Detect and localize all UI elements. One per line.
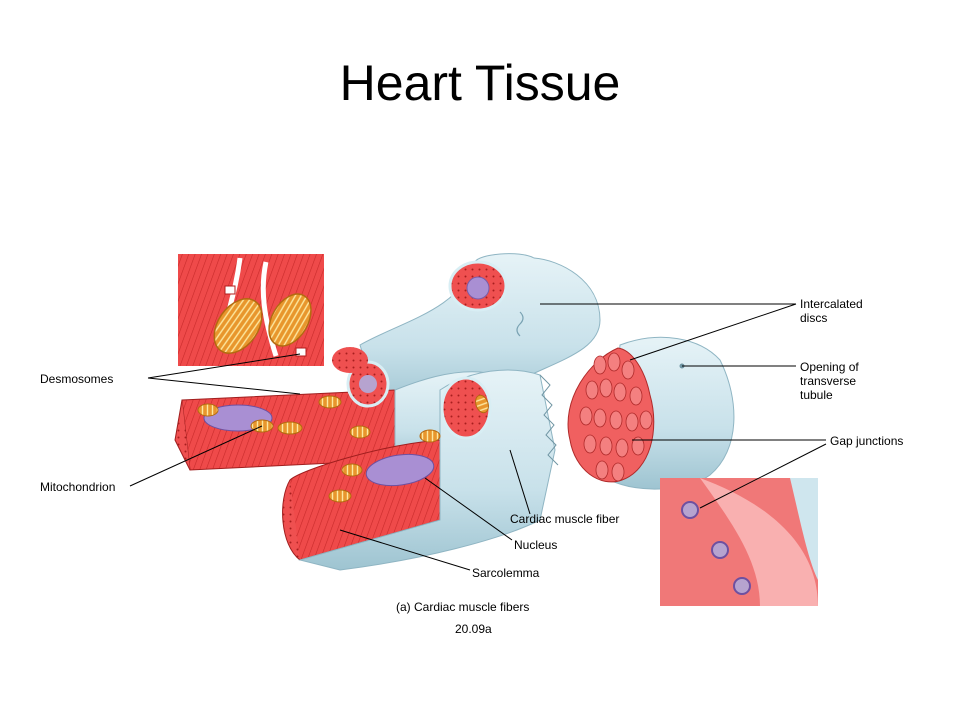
gap-junction-inset (660, 478, 818, 606)
figure-caption: (a) Cardiac muscle fibers (396, 600, 530, 614)
desmosome-inset (178, 254, 324, 366)
leader-lines (129, 303, 827, 571)
label-nucleus: Nucleus (514, 538, 558, 552)
label-gap-junctions: Gap junctions (830, 434, 904, 448)
right-muscle-fiber (567, 336, 735, 490)
label-desmosomes: Desmosomes (40, 372, 114, 386)
figure-id: 20.09a (455, 622, 492, 636)
label-cardiac-muscle-fiber: Cardiac muscle fiber (510, 512, 620, 526)
label-sarcolemma: Sarcolemma (472, 566, 540, 580)
main-muscle-fibers (174, 347, 559, 571)
upper-muscle-fiber (359, 253, 601, 411)
slide-title: Heart Tissue (339, 55, 621, 111)
label-mitochondrion: Mitochondrion (40, 480, 116, 494)
